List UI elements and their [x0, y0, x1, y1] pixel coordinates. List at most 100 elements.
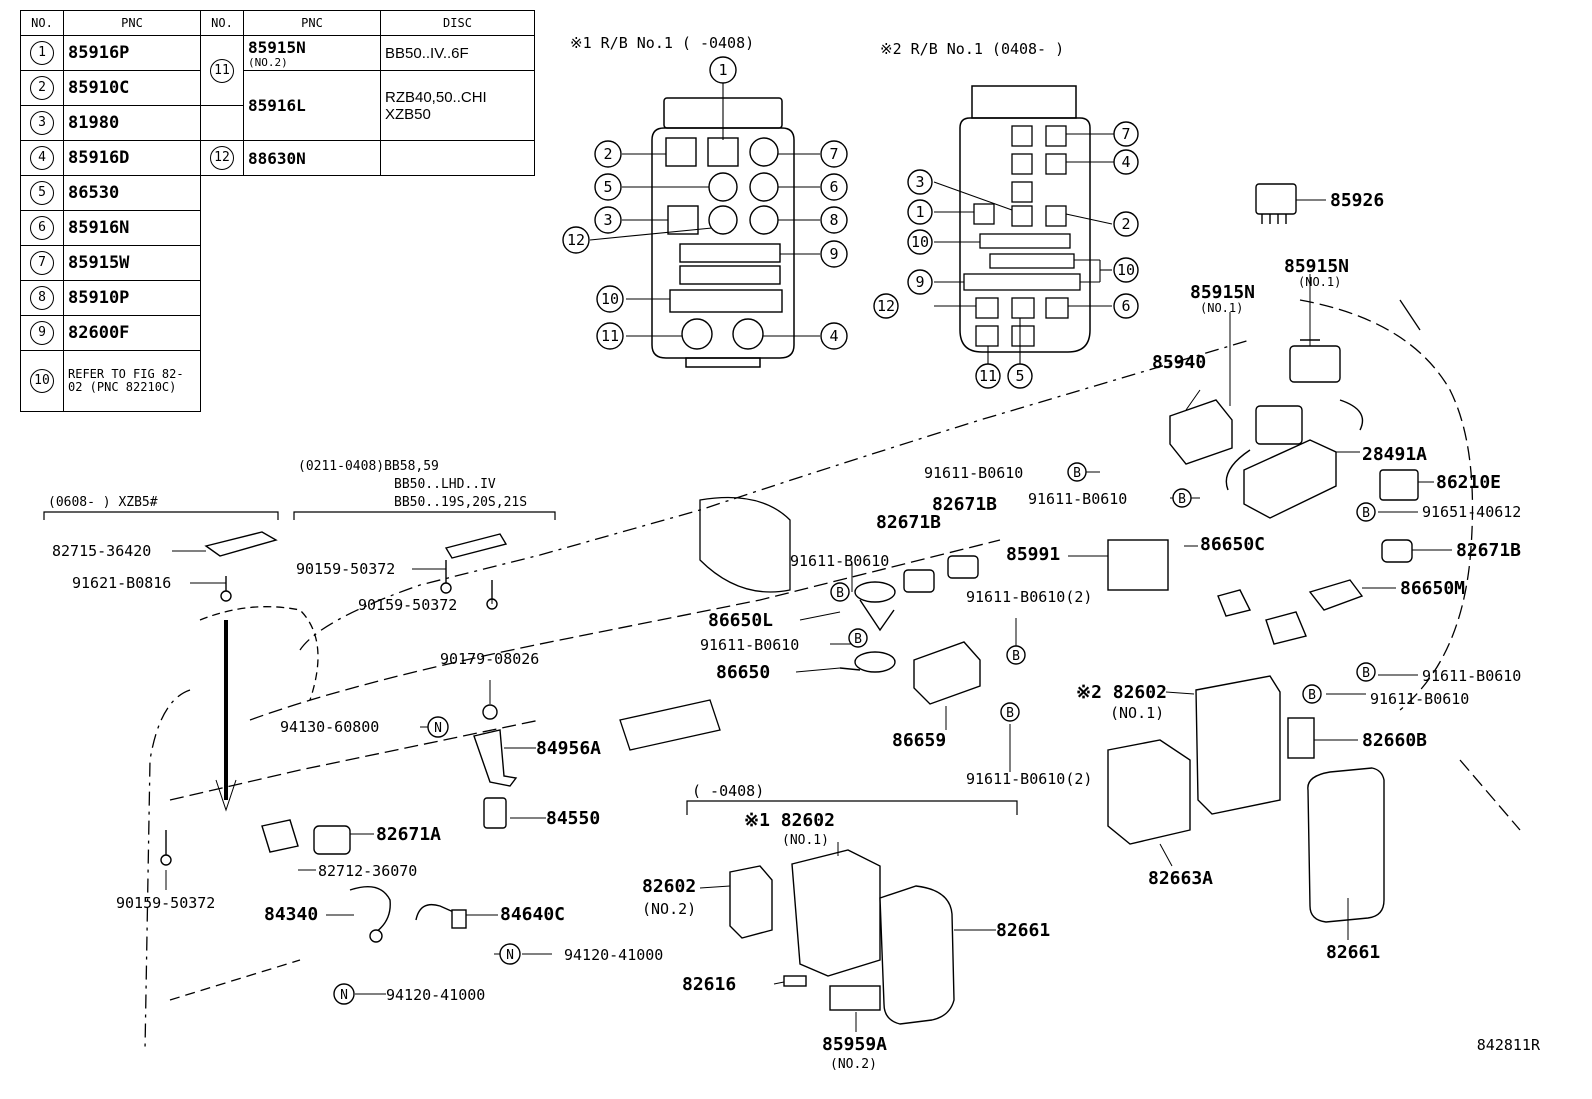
rb1-leaders: [589, 82, 820, 337]
callout-number: 6: [30, 216, 54, 240]
rb2-callout-ring: [1007, 363, 1033, 389]
rb2-callout-number: 6: [1121, 297, 1130, 315]
n-marker-ring: [499, 943, 521, 965]
rb2-outline: [959, 85, 1091, 353]
part-number-label: 94120-41000: [564, 946, 663, 964]
part-number-label: 85926: [1330, 190, 1384, 211]
fuse-82616: [783, 975, 807, 987]
table-header-row: NO. PNC NO. PNC DISC: [20, 10, 535, 36]
part-number-label: 85991: [1006, 544, 1060, 565]
part-number-label: 82602: [642, 876, 696, 897]
group-header: BB50..19S,20S,21S: [394, 495, 527, 510]
rb1-callout: 9: [820, 240, 848, 268]
rb1-callout-ring: [709, 56, 737, 84]
rb2-callout-ring: [907, 229, 933, 255]
part-number-label: 84956A: [536, 738, 601, 759]
rb1-callout: 1: [709, 56, 737, 84]
rb2-callout-number: 9: [915, 273, 924, 291]
n-marker: N: [333, 983, 355, 1005]
harness-86650c: [1217, 589, 1307, 645]
rb1-callout: 11: [596, 322, 624, 350]
relay-85915n-lower: [1255, 405, 1303, 445]
b-marker-number: B: [854, 632, 862, 647]
box-82602-x2: [1195, 675, 1281, 815]
part-number-label: 90159-50372: [296, 560, 395, 578]
group-header: ( -0408): [692, 782, 764, 800]
horn-86650l: [854, 581, 896, 632]
callout-number: 1: [30, 41, 54, 65]
b-marker-number: B: [1362, 506, 1370, 521]
rb2-callout: 10: [907, 229, 933, 255]
rb2-callout-ring: [975, 363, 1001, 389]
pnc-note: (NO.2): [248, 56, 288, 69]
part-number-label: 86650: [716, 662, 770, 683]
clip-82712: [261, 819, 299, 853]
bracket-86650m: [1308, 579, 1364, 611]
part-number-label: 86650M: [1400, 578, 1465, 599]
rb2-callout-number: 7: [1121, 125, 1130, 143]
part-number-label: 94130-60800: [280, 718, 379, 736]
table-row: 3 81980: [20, 105, 535, 141]
header-no: NO.: [20, 10, 64, 36]
callout-number: 9: [30, 321, 54, 345]
rb1-callout-number: 2: [603, 145, 612, 163]
pnc-cell: 85916D: [63, 140, 201, 176]
callout-number: 11: [210, 58, 234, 83]
rb2-callout: 5: [1007, 363, 1033, 389]
part-number-label: 82660B: [1362, 730, 1427, 751]
rb2-callout-ring: [907, 269, 933, 295]
rb1-callout-number: 1: [718, 61, 727, 79]
header-disc: DISC: [380, 10, 535, 36]
pnc-cell: 85916N: [63, 210, 201, 246]
part-number-label: ※1 82602: [744, 810, 835, 831]
relay-82660b: [1287, 717, 1315, 759]
rb1-callout: 10: [596, 285, 624, 313]
rb1-callout: 2: [594, 140, 622, 168]
rb2-callout: 9: [907, 269, 933, 295]
rb2-callout-ring: [1113, 121, 1139, 147]
rb2-callout: 2: [1113, 211, 1139, 237]
table-row: 1 85916P 11 85915N(NO.2) BB50..IV..6F: [20, 35, 535, 106]
pnc-cell: 85916P: [63, 35, 201, 71]
rb1-callout-ring: [594, 173, 622, 201]
part-number-label: 85915N: [1190, 282, 1255, 303]
b-marker-number: B: [1012, 649, 1020, 664]
part-number-label: 91611-B0610(2): [966, 770, 1092, 788]
box-82602-x1: [791, 849, 881, 977]
rb2-callout-number: 5: [1015, 367, 1024, 385]
rb1-inset: [589, 82, 820, 368]
pnc-legend-table: NO. PNC NO. PNC DISC 1 85916P 11 85915N(…: [20, 10, 535, 412]
relay-82671a: [313, 825, 351, 855]
part-number-label: (NO.2): [830, 1057, 877, 1072]
part-number-label: ※2 82602: [1076, 682, 1167, 703]
part-number-label: 82671A: [376, 824, 441, 845]
part-number-label: 91611-B0610: [790, 552, 889, 570]
cover-82661-center: [879, 885, 955, 1025]
part-number-label: 84340: [264, 904, 318, 925]
part-number-label: 91611-B0610: [1370, 690, 1469, 708]
part-number-label: 82712-36070: [318, 862, 417, 880]
label-layer: ※1 R/B No.1 ( -0408)※2 R/B No.1 (0408- )…: [48, 34, 1541, 1072]
bracket-84956a: [473, 729, 518, 787]
part-number-label: 82715-36420: [52, 542, 151, 560]
rb2-leaders: [933, 133, 1114, 364]
part-number-label: 91611-B0610: [1422, 667, 1521, 685]
rb1-callout: 6: [820, 173, 848, 201]
table-row: 5 86530: [20, 175, 535, 211]
rb1-callout-number: 12: [567, 231, 585, 249]
part-number-label: 82671B: [1456, 540, 1521, 561]
n-marker-ring: [333, 983, 355, 1005]
b-marker: B: [1000, 702, 1020, 722]
part-number-label: 82661: [1326, 942, 1380, 963]
part-number-label: 85940: [1152, 352, 1206, 373]
rb2-callout-number: 12: [877, 297, 895, 315]
callout-number: 5: [30, 181, 54, 205]
b-marker-number: B: [1308, 688, 1316, 703]
table-row: 7 85915W: [20, 245, 535, 281]
b-marker-ring: [1356, 502, 1376, 522]
pnc-cell: 85915W: [63, 245, 201, 281]
b-marker: B: [1067, 462, 1087, 482]
rb2-callout-number: 11: [979, 367, 997, 385]
b-marker-ring: [1006, 645, 1026, 665]
